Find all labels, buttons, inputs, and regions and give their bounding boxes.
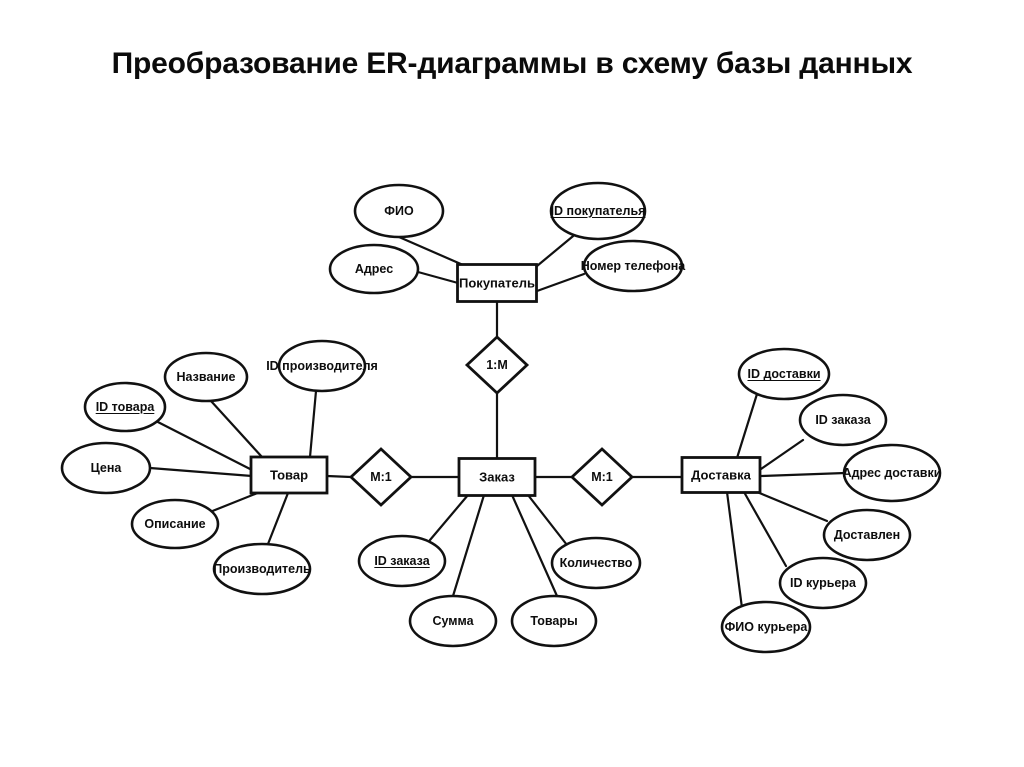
- attribute-ellipse-deliv-cour-fio[interactable]: [720, 600, 812, 654]
- entity-box-delivery[interactable]: [680, 456, 762, 494]
- connector-line: [526, 493, 569, 547]
- shape-layer: [60, 181, 942, 654]
- connector-line: [428, 493, 470, 542]
- attribute-ellipse-deliv-address[interactable]: [842, 443, 942, 503]
- attribute-ellipse-prod-price[interactable]: [60, 441, 152, 495]
- attribute-ellipse-order-qty[interactable]: [550, 536, 642, 590]
- connector-line: [759, 471, 847, 478]
- connector-line: [535, 272, 586, 293]
- connector-line: [397, 235, 472, 270]
- attribute-ellipse-prod-maker[interactable]: [212, 542, 312, 596]
- attribute-ellipse-cust-phone[interactable]: [582, 239, 684, 293]
- connector-line: [209, 399, 264, 459]
- connector-line: [755, 490, 829, 523]
- attribute-ellipse-prod-desc[interactable]: [130, 498, 220, 550]
- attribute-ellipse-cust-id[interactable]: [549, 181, 647, 241]
- relationship-diamond-rel-customer-order[interactable]: [464, 335, 530, 395]
- connector-line: [742, 490, 788, 568]
- attribute-ellipse-order-sum[interactable]: [408, 594, 498, 648]
- entity-box-product[interactable]: [249, 455, 329, 495]
- connector-line: [725, 490, 744, 610]
- attribute-ellipse-order-id[interactable]: [357, 534, 447, 588]
- attribute-ellipse-order-goods[interactable]: [510, 594, 598, 648]
- connector-line: [266, 491, 290, 546]
- connector-line: [510, 493, 559, 598]
- connector-line: [759, 438, 805, 471]
- attribute-ellipse-cust-address[interactable]: [328, 243, 420, 295]
- attribute-ellipse-deliv-cour-id[interactable]: [778, 556, 868, 610]
- connector-line: [416, 270, 460, 285]
- relationship-diamond-rel-order-delivery[interactable]: [569, 447, 635, 507]
- connector-layer: [148, 230, 847, 610]
- attribute-ellipse-prod-name[interactable]: [163, 351, 249, 403]
- entity-box-customer[interactable]: [456, 263, 538, 303]
- connector-line: [308, 389, 318, 459]
- connector-line: [148, 416, 254, 472]
- connector-line: [535, 230, 580, 268]
- entity-box-order[interactable]: [457, 457, 537, 497]
- attribute-ellipse-deliv-order-id[interactable]: [798, 393, 888, 447]
- attribute-ellipse-deliv-done[interactable]: [822, 508, 912, 562]
- connector-line: [325, 474, 353, 479]
- attribute-ellipse-deliv-id[interactable]: [737, 347, 831, 401]
- connector-line: [451, 493, 486, 598]
- connector-line: [203, 490, 262, 516]
- connector-line: [735, 392, 759, 460]
- attribute-ellipse-prod-maker-id[interactable]: [277, 339, 367, 393]
- relationship-diamond-rel-product-order[interactable]: [348, 447, 414, 507]
- connector-line: [148, 466, 254, 478]
- attribute-ellipse-cust-fio[interactable]: [353, 183, 445, 239]
- attribute-ellipse-prod-id[interactable]: [83, 381, 167, 433]
- page-title: Преобразование ER-диаграммы в схему базы…: [111, 47, 913, 80]
